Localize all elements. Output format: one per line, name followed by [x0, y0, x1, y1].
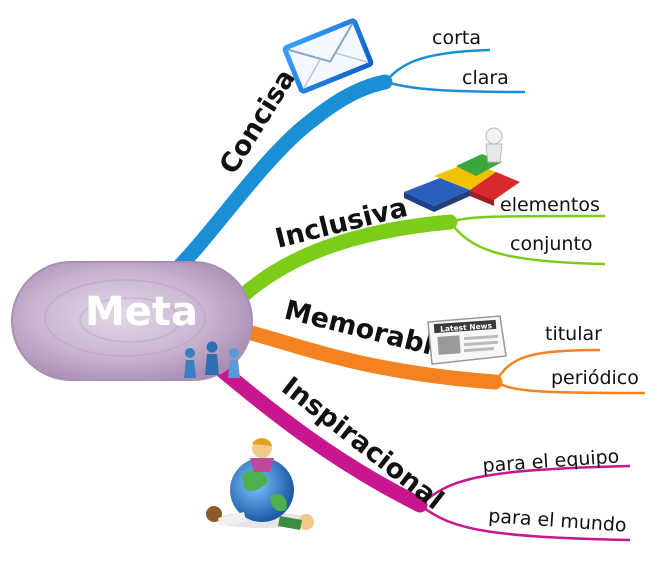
- leaf-clara-label: clara: [462, 67, 509, 89]
- branch-inspiracional-label: Inspiracional: [276, 371, 450, 516]
- branch-inclusiva[interactable]: Inclusiva elementos conjunto: [232, 192, 606, 306]
- leaf-connector: [494, 380, 646, 395]
- newspaper-icon: Latest News: [427, 315, 507, 365]
- center-label: Meta: [85, 289, 198, 335]
- newspaper-headline: Latest News: [440, 321, 493, 334]
- leaf-corta-label: corta: [432, 27, 481, 49]
- branch-inspiracional-line: [204, 354, 428, 513]
- branch-inclusiva-line: [232, 214, 458, 306]
- center-node-swirl: [79, 297, 181, 343]
- leaf-connector: [419, 464, 631, 506]
- leaf-periodico-label: periódico: [551, 367, 639, 389]
- center-node[interactable]: Meta: [11, 261, 253, 381]
- branch-concisa-line: [170, 74, 393, 276]
- globe-children-icon: [206, 438, 314, 530]
- branch-memorable-line: [232, 322, 503, 390]
- leaf-connector: [449, 214, 606, 224]
- leaf-elementos-label: elementos: [500, 194, 600, 216]
- leaf-connector: [384, 48, 491, 83]
- leaf-connector: [449, 221, 606, 266]
- leaf-titular-label: titular: [545, 323, 602, 345]
- leaf-connector: [419, 504, 631, 542]
- branch-memorable[interactable]: Memorable titular periódico: [232, 295, 646, 395]
- envelope-icon: [282, 18, 374, 94]
- leaf-para-el-mundo-label: para el mundo: [488, 505, 628, 537]
- people-group-icon: [184, 341, 240, 378]
- leaf-connector: [493, 348, 601, 383]
- leaf-connector: [384, 80, 526, 94]
- leaf-para-el-equipo-label: para el equipo: [482, 445, 620, 477]
- leaf-conjunto-label: conjunto: [510, 233, 593, 255]
- puzzle-icon: [404, 127, 520, 212]
- center-node-swirl: [44, 279, 206, 357]
